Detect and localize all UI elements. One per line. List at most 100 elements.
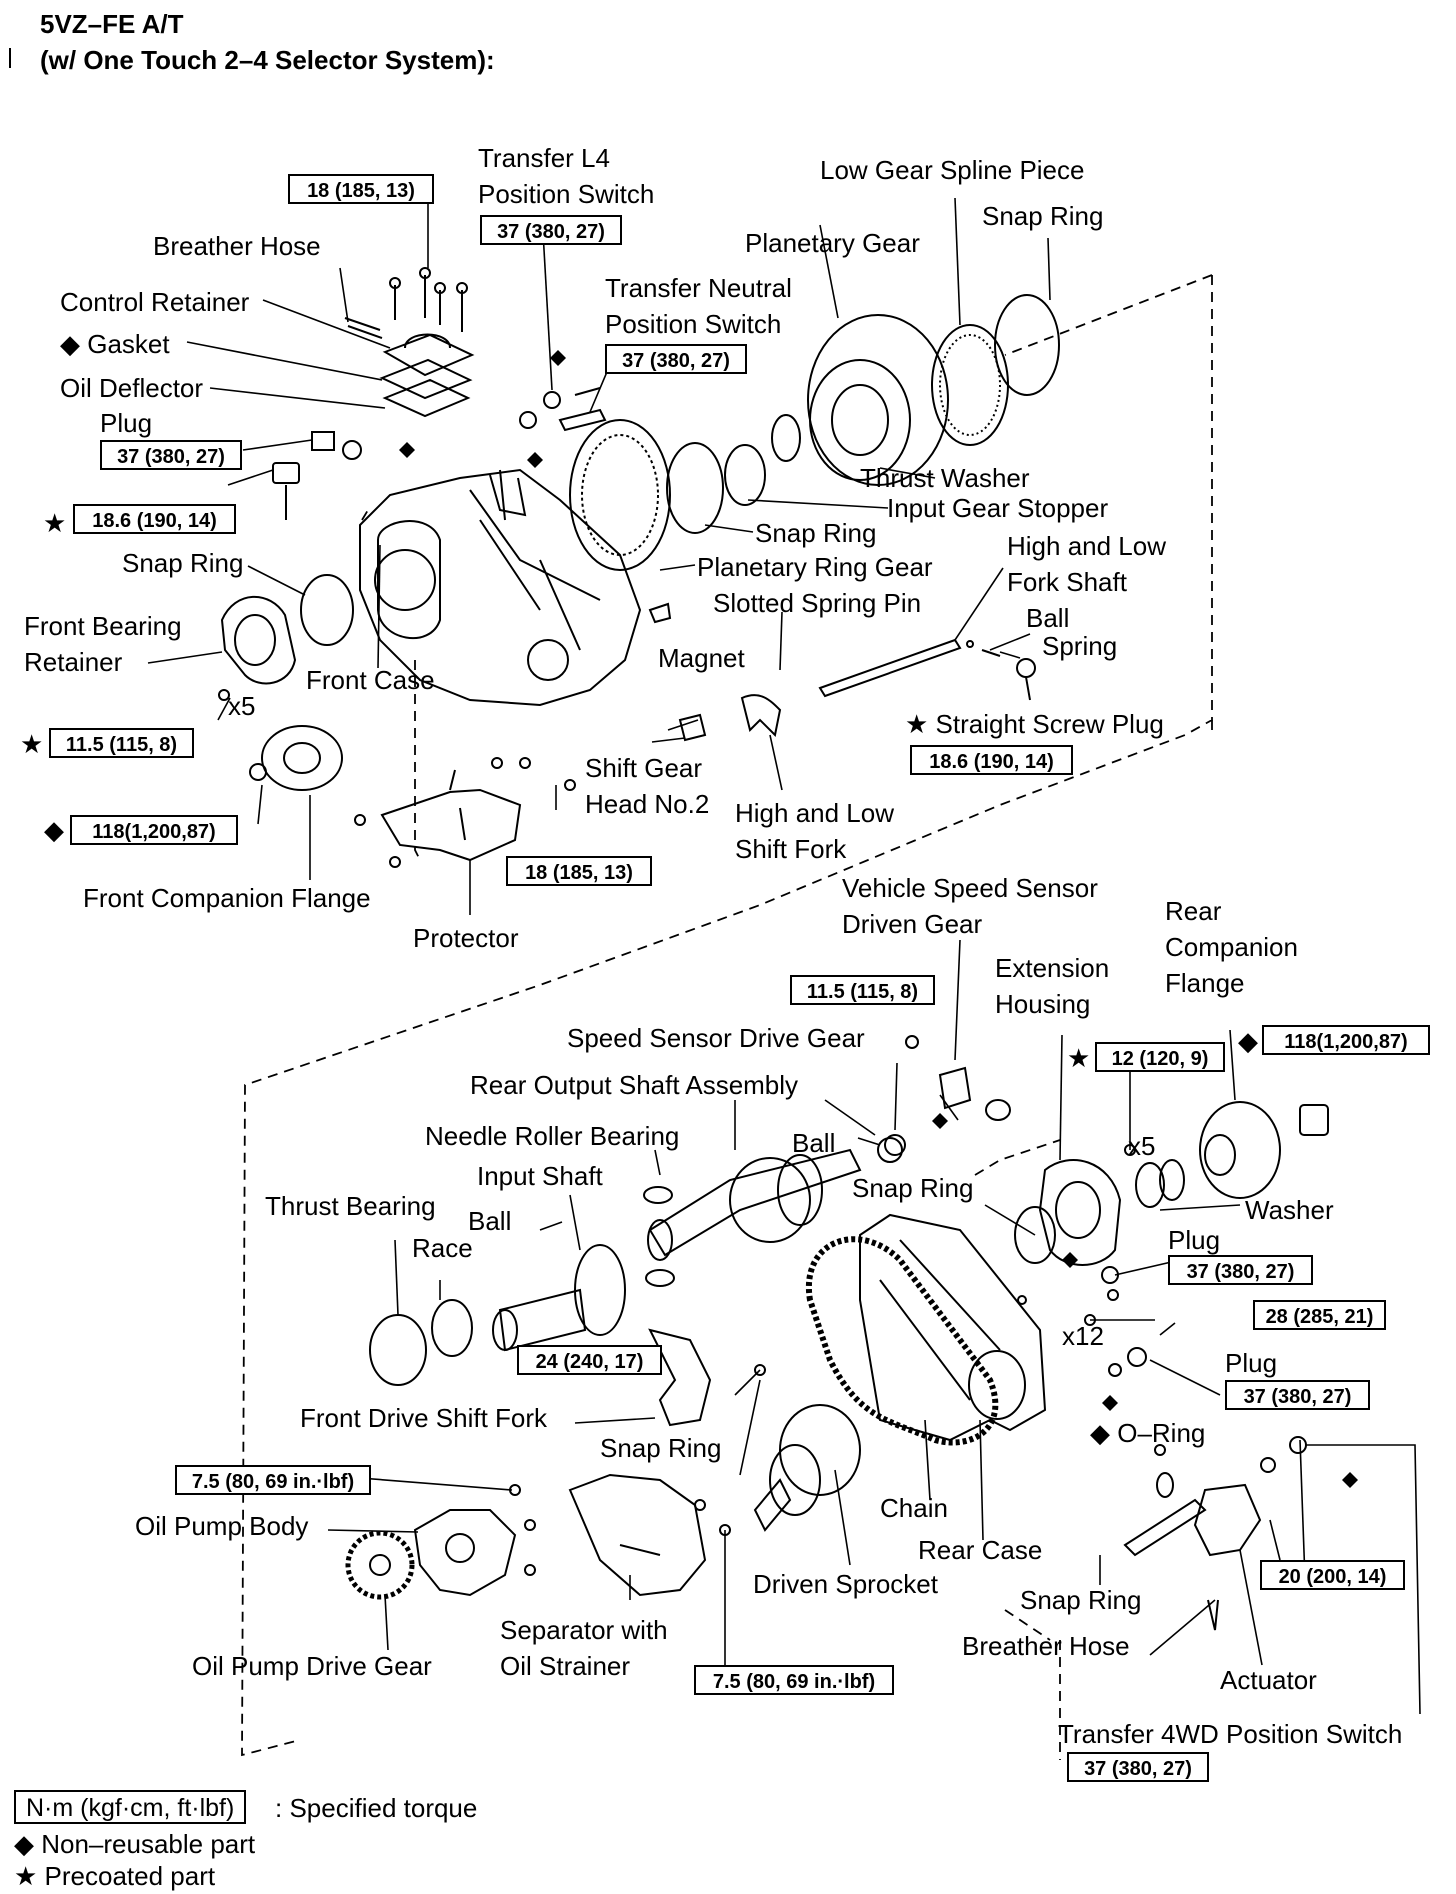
label-extension-housing: Extension Housing	[995, 953, 1110, 1019]
front-case-part	[359, 468, 642, 707]
magnet-part	[648, 602, 672, 624]
torque-speed-sensor: 11.5 (115, 8)	[790, 975, 935, 1005]
speed-sensor-parts	[877, 1035, 1011, 1163]
oil-deflector-part	[382, 378, 471, 418]
rear-case-part	[859, 1213, 1047, 1442]
rear-output-shaft-part	[647, 1148, 862, 1261]
label-needle-roller-bearing: Needle Roller Bearing	[425, 1121, 680, 1151]
torque-rear-flange: 118(1,200,87)	[1262, 1025, 1430, 1055]
label-snap-ring-top-right: Snap Ring	[982, 201, 1104, 231]
protector-part	[380, 769, 522, 862]
legend-precoated: ★ Precoated part	[14, 1861, 216, 1891]
label-gasket: ◆ Gasket	[60, 329, 170, 359]
label-race: Race	[412, 1233, 473, 1263]
planetary-gear-part	[807, 314, 949, 486]
label-front-bearing-retainer: Front Bearing Retainer	[24, 611, 182, 677]
diamond-non-reusable-1: ◆	[44, 815, 64, 845]
legend-non-reusable: ◆ Non–reusable part	[14, 1829, 256, 1859]
diamond-marker-5	[1062, 1252, 1078, 1268]
torque-bearing-retainer: 11.5 (115, 8)	[49, 728, 194, 758]
planetary-ring-gear-part	[569, 419, 671, 571]
star-precoat-2: ★	[20, 729, 44, 759]
star-precoat-3: ★	[1067, 1043, 1091, 1073]
diamond-marker-1	[550, 350, 566, 366]
snap-ring-mid-part	[666, 442, 724, 534]
gasket-part	[379, 358, 473, 400]
torque-separator: 7.5 (80, 69 in.·lbf)	[694, 1665, 894, 1695]
label-control-retainer: Control Retainer	[60, 287, 250, 317]
high-low-shift-fork-part	[740, 694, 782, 738]
torque-rear-case: 28 (285, 21)	[1253, 1300, 1386, 1330]
label-shift-gear-head-no2: Shift Gear Head No.2	[585, 753, 710, 819]
label-snap-ring-right: Snap Ring	[852, 1173, 974, 1203]
label-plug-mid: Plug	[1168, 1225, 1221, 1255]
torque-oil-pump: 7.5 (80, 69 in.·lbf)	[175, 1465, 371, 1495]
label-low-gear-spline-piece: Low Gear Spline Piece	[820, 155, 1085, 185]
legend-torque-box: N·m (kgf·cm, ft·lbf)	[14, 1790, 247, 1824]
label-straight-screw-plug: ★ Straight Screw Plug	[905, 709, 1164, 739]
front-bearing-retainer-part	[220, 595, 297, 685]
label-planetary-ring-gear: Planetary Ring Gear	[697, 552, 933, 582]
torque-extension: 12 (120, 9)	[1095, 1042, 1225, 1072]
torque-front-flange: 118(1,200,87)	[70, 815, 238, 845]
rear-companion-flange-part	[1135, 1101, 1329, 1208]
label-transfer-neutral-position-switch: Transfer Neutral Position Switch	[605, 273, 792, 339]
label-rear-output-shaft-assembly: Rear Output Shaft Assembly	[470, 1070, 799, 1100]
torque-protector: 18 (185, 13)	[506, 856, 652, 886]
ball-mid-part	[884, 1134, 906, 1156]
torque-straight-plug: 18.6 (190, 14)	[910, 745, 1073, 775]
label-magnet: Magnet	[658, 643, 745, 673]
label-thrust-bearing: Thrust Bearing	[265, 1191, 436, 1221]
torque-plug-top: 37 (380, 27)	[100, 440, 242, 470]
thrust-washer-part	[771, 414, 801, 462]
oil-pump-body-part	[413, 1509, 517, 1597]
label-front-companion-flange: Front Companion Flange	[83, 883, 371, 913]
spring-ball-plug-parts	[966, 640, 1036, 701]
label-snap-ring-mid: Snap Ring	[755, 518, 877, 548]
label-slotted-spring-pin: Slotted Spring Pin	[713, 588, 922, 618]
input-shaft-part	[492, 1244, 626, 1352]
label-x5-top: x5	[228, 691, 256, 721]
control-retainer	[382, 333, 475, 377]
label-ball-top: Ball	[1026, 603, 1070, 633]
chain-part	[805, 1236, 999, 1446]
plug-top-part	[311, 431, 362, 460]
transfer-switch-parts	[519, 387, 607, 432]
label-chain: Chain	[880, 1493, 948, 1523]
label-oil-pump-drive-gear: Oil Pump Drive Gear	[192, 1651, 432, 1681]
label-oil-pump-body: Oil Pump Body	[135, 1511, 309, 1541]
page-subtitle: (w/ One Touch 2–4 Selector System):	[40, 45, 495, 75]
label-actuator: Actuator	[1220, 1665, 1317, 1695]
diamond-marker-2	[399, 442, 415, 458]
upper-assembly-dashed-outline	[241, 274, 1213, 1760]
label-driven-sprocket: Driven Sprocket	[753, 1569, 938, 1599]
label-plug-top: Plug	[100, 408, 153, 438]
control-retainer-bolts	[389, 267, 468, 332]
label-input-gear-stopper: Input Gear Stopper	[887, 493, 1109, 523]
separator-part	[568, 1473, 707, 1597]
driven-sprocket-part	[753, 1404, 861, 1532]
front-drive-shift-fork-part	[648, 1328, 712, 1427]
label-separator-with-oil-strainer: Separator with Oil Strainer	[500, 1615, 668, 1681]
label-snap-ring-low: Snap Ring	[600, 1433, 722, 1463]
label-vehicle-speed-sensor-driven-gear: Vehicle Speed Sensor Driven Gear	[842, 873, 1098, 939]
shift-gear-head-part	[678, 713, 707, 742]
diamond-marker-4	[932, 1113, 948, 1129]
diamond-marker-3	[527, 452, 543, 468]
torque-plug-low: 37 (380, 27)	[1225, 1380, 1370, 1410]
label-x5-bottom: x5	[1128, 1131, 1156, 1161]
torque-control-retainer: 18 (185, 13)	[288, 174, 434, 204]
label-high-and-low-fork-shaft: High and Low Fork Shaft	[1007, 531, 1166, 597]
label-ball-low: Ball	[468, 1206, 512, 1236]
low-gear-spline-piece-part	[931, 324, 1009, 446]
label-rear-companion-flange: Rear Companion Flange	[1165, 896, 1298, 998]
torque-actuator: 20 (200, 14)	[1260, 1560, 1405, 1590]
label-front-case: Front Case	[306, 665, 435, 695]
torque-neutral-switch: 37 (380, 27)	[605, 344, 747, 374]
label-washer: Washer	[1245, 1195, 1334, 1225]
torque-4wd-switch: 37 (380, 27)	[1067, 1752, 1209, 1782]
star-precoat-1: ★	[43, 508, 67, 538]
legend-torque-desc: : Specified torque	[275, 1793, 478, 1823]
diamond-marker-6	[1102, 1395, 1118, 1411]
